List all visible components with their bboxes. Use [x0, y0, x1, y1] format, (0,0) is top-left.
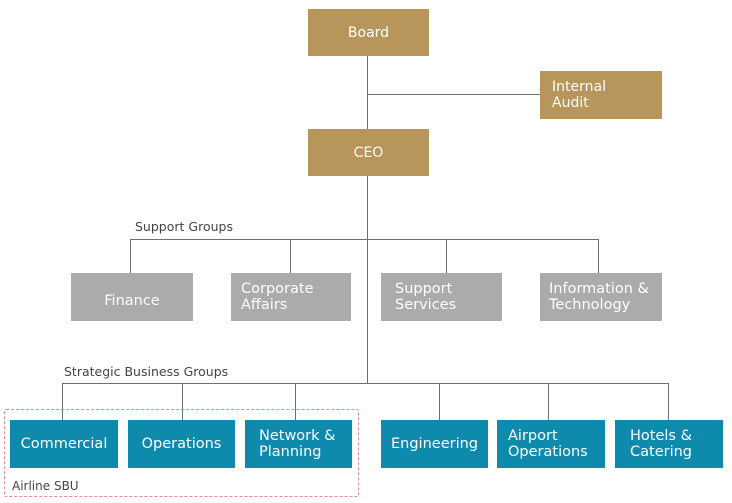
- node-hotels-catering-label: Hotels & Catering: [630, 428, 693, 460]
- node-commercial-label: Commercial: [20, 436, 108, 452]
- node-network-planning[interactable]: Network & Planning: [245, 420, 352, 468]
- connector-network-planning: [295, 383, 296, 420]
- strategic-business-groups-label: Strategic Business Groups: [64, 364, 229, 379]
- node-board-label: Board: [347, 24, 390, 41]
- node-ceo-label: CEO: [353, 144, 384, 161]
- connector-operations: [182, 383, 183, 420]
- node-board[interactable]: Board: [308, 9, 429, 56]
- node-finance-label: Finance: [104, 293, 160, 309]
- connector-commercial: [62, 383, 63, 420]
- node-information-technology-label: Information & Technology: [549, 281, 649, 313]
- node-support-services-label: Support Services: [395, 281, 457, 313]
- connector-internal-audit: [367, 94, 540, 95]
- connector-sbg-bus: [62, 383, 669, 384]
- connector-finance: [130, 239, 131, 273]
- node-corporate-affairs-label: Corporate Affairs: [241, 281, 314, 313]
- connector-support-bus: [130, 239, 598, 240]
- node-operations-label: Operations: [141, 436, 222, 452]
- connector-engineering: [439, 383, 440, 420]
- node-finance[interactable]: Finance: [71, 273, 193, 321]
- support-groups-label: Support Groups: [135, 219, 233, 234]
- connector-support-services: [446, 239, 447, 273]
- node-airport-operations[interactable]: Airport Operations: [497, 420, 605, 468]
- connector-information-technology: [598, 239, 599, 273]
- node-support-services[interactable]: Support Services: [381, 273, 502, 321]
- connector-board-ceo: [367, 56, 368, 129]
- node-airport-operations-label: Airport Operations: [508, 428, 588, 460]
- node-internal-audit[interactable]: Internal Audit: [540, 71, 662, 119]
- connector-corporate-affairs: [290, 239, 291, 273]
- node-hotels-catering[interactable]: Hotels & Catering: [615, 420, 723, 468]
- node-engineering-label: Engineering: [391, 436, 478, 452]
- node-internal-audit-label: Internal Audit: [552, 79, 606, 111]
- node-commercial[interactable]: Commercial: [10, 420, 118, 468]
- node-engineering[interactable]: Engineering: [381, 420, 488, 468]
- connector-hotels-catering: [668, 383, 669, 420]
- node-corporate-affairs[interactable]: Corporate Affairs: [231, 273, 351, 321]
- connector-airport-operations: [548, 383, 549, 420]
- node-information-technology[interactable]: Information & Technology: [540, 273, 662, 321]
- airline-sbu-label: Airline SBU: [12, 479, 79, 493]
- airline-sbu-outline: [4, 409, 359, 497]
- node-ceo[interactable]: CEO: [308, 129, 429, 176]
- node-operations[interactable]: Operations: [128, 420, 235, 468]
- connector-ceo-trunk: [367, 176, 368, 383]
- node-network-planning-label: Network & Planning: [259, 428, 336, 460]
